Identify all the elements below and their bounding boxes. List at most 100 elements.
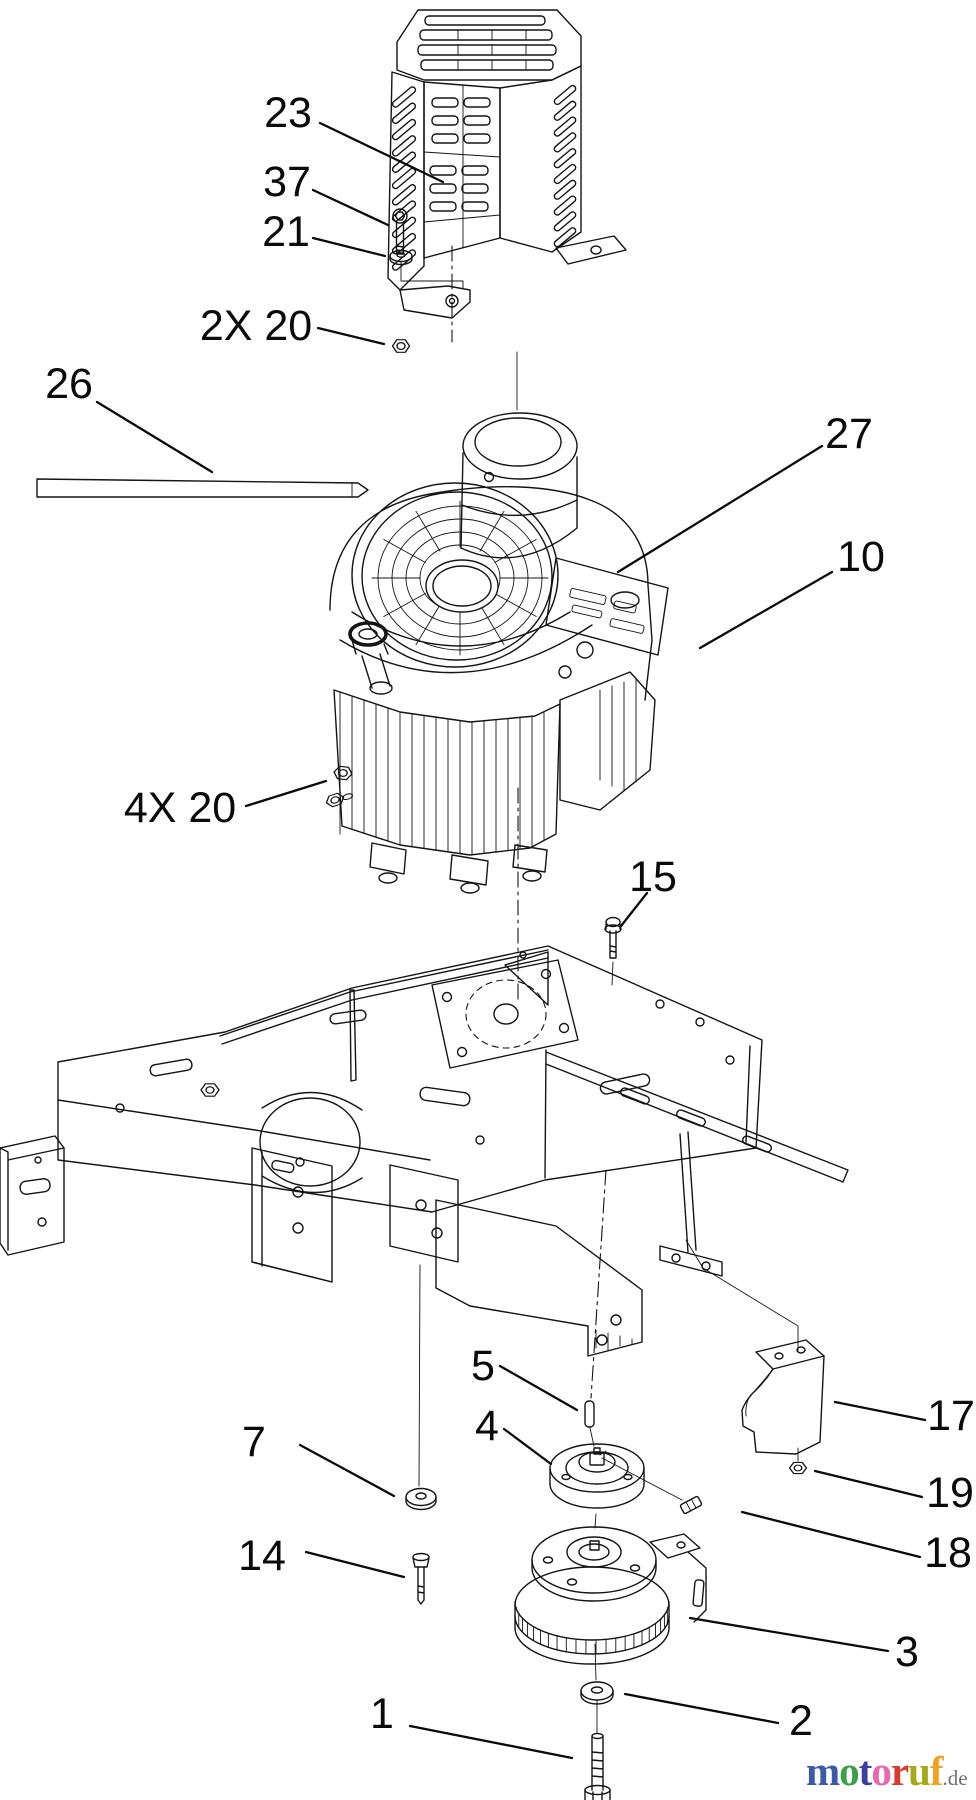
bracket-hole xyxy=(431,1227,443,1239)
louver-slot xyxy=(553,179,577,200)
centerlines xyxy=(418,245,799,1734)
hole xyxy=(655,999,665,1009)
leader-line xyxy=(304,1550,406,1579)
callout-23-label: 23 xyxy=(264,89,312,137)
leader-line xyxy=(616,444,824,574)
leader-line xyxy=(623,1692,780,1725)
mount-hole xyxy=(441,991,453,1003)
front-left-bracket-edge xyxy=(251,1151,333,1283)
vent-slot xyxy=(431,133,459,144)
watermark-letter: o xyxy=(839,1748,859,1794)
deck-outline xyxy=(57,945,763,1213)
leader-line xyxy=(95,400,214,474)
callout-37-label: 37 xyxy=(263,158,311,206)
hole xyxy=(475,1135,485,1145)
wire-pin-18 xyxy=(599,1450,703,1515)
fan-center-hole xyxy=(425,559,499,613)
left-box-edge xyxy=(0,1147,65,1251)
support-hole xyxy=(596,1334,608,1346)
deck-slot xyxy=(149,1058,193,1077)
deck-slot xyxy=(329,1009,367,1025)
engine-foot xyxy=(449,854,489,886)
vent-slot xyxy=(429,165,457,176)
callout-23: 23 xyxy=(264,89,445,184)
leader-line xyxy=(619,891,649,928)
hole xyxy=(115,1103,125,1113)
heat-shield-drawing xyxy=(387,9,627,319)
clutch-band-lower xyxy=(514,1615,670,1655)
mount-hole xyxy=(456,1046,468,1058)
oil-cap xyxy=(348,621,388,647)
mount-hole xyxy=(540,968,552,980)
callout-4-label: 4 xyxy=(475,1402,499,1450)
shield-right-panel xyxy=(499,65,582,253)
rail-slot xyxy=(742,1135,772,1153)
hole xyxy=(295,1157,305,1167)
shield-left-panel xyxy=(387,71,425,291)
deck-inner-edge xyxy=(544,1049,547,1179)
callout-19-label: 19 xyxy=(926,1469,974,1517)
callout-17: 17 xyxy=(833,1392,975,1440)
shield-bottom-tab xyxy=(399,285,471,319)
support-bracket xyxy=(435,1199,643,1357)
callout-2-label: 2 xyxy=(789,1697,813,1745)
hole xyxy=(725,1055,735,1065)
rail-slot xyxy=(620,1087,650,1105)
muffler-bottom xyxy=(460,527,578,559)
watermark-letter: u xyxy=(908,1748,931,1794)
vent-slot xyxy=(429,201,457,212)
bracket-hole xyxy=(796,1346,806,1354)
callout-19: 19 xyxy=(813,1469,974,1517)
left-box xyxy=(0,1135,65,1256)
bracket-hole xyxy=(292,1222,304,1234)
callout-5: 5 xyxy=(471,1342,579,1412)
mount-plate xyxy=(431,959,579,1069)
callout-7: 7 xyxy=(242,1418,396,1498)
deck-crease xyxy=(57,1099,431,1161)
louver-slot xyxy=(391,167,417,190)
foot-tab xyxy=(460,882,480,894)
vent-slot xyxy=(431,115,459,126)
foot-hole xyxy=(701,1261,711,1271)
arm-slot xyxy=(692,1579,705,1607)
louver-slot xyxy=(553,132,577,153)
rail-slot xyxy=(676,1109,706,1127)
nut-20-upper xyxy=(391,339,411,353)
louver-slot xyxy=(553,227,577,248)
leader-line xyxy=(244,779,328,808)
callout-4: 4 xyxy=(475,1402,553,1466)
clutch-hole xyxy=(542,1556,554,1564)
muffler-drawing xyxy=(460,412,578,559)
callout-21: 21 xyxy=(262,208,387,258)
callout-15: 15 xyxy=(619,853,677,928)
fan-screen-spoke xyxy=(415,604,441,646)
rail-foot xyxy=(659,1245,723,1277)
nuts-20-engine xyxy=(325,765,354,808)
watermark-letter: o xyxy=(871,1748,891,1794)
callout-15-label: 15 xyxy=(629,853,677,901)
shield-right-louvers xyxy=(553,84,577,248)
vent-slot xyxy=(463,115,491,126)
watermark-letter: t xyxy=(858,1748,873,1794)
washer-7 xyxy=(405,1487,437,1511)
watermark-letter: f xyxy=(929,1748,944,1794)
engine-label-plate xyxy=(545,557,669,656)
hole xyxy=(34,1156,42,1164)
frame-chassis-drawing xyxy=(0,945,849,1357)
bracket17-alignment xyxy=(685,1239,799,1353)
callout-14: 14 xyxy=(238,1532,406,1580)
hole xyxy=(37,1217,47,1227)
muffler-band xyxy=(461,499,578,517)
leader-line xyxy=(498,1364,579,1412)
engine-foot xyxy=(512,844,548,873)
leader-line xyxy=(833,1400,927,1422)
left-box-slot xyxy=(19,1178,51,1195)
clutch-side xyxy=(514,1604,670,1629)
fan-center-lip xyxy=(432,565,492,607)
fan-screen-spoke xyxy=(479,510,505,552)
bolt-14 xyxy=(412,1552,430,1605)
motoruf-watermark: motoruf.de xyxy=(806,1747,968,1795)
callout-26-label: 26 xyxy=(45,360,93,408)
clutch-arm xyxy=(687,1551,707,1623)
